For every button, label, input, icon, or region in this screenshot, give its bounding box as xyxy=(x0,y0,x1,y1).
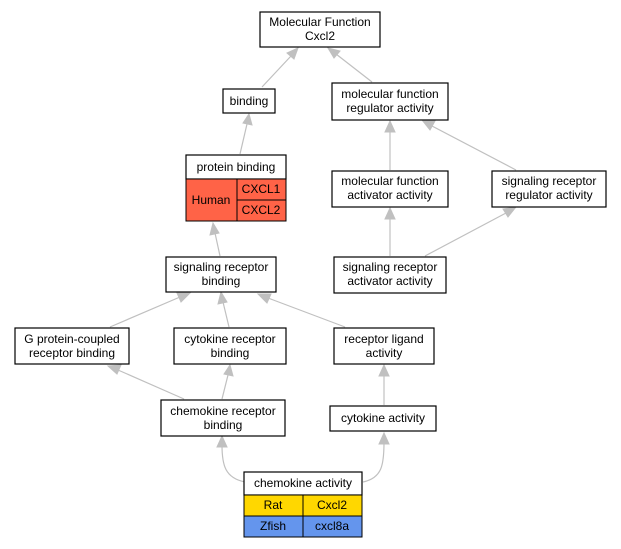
species-label-zfish: Zfish xyxy=(260,519,286,533)
node-receptor-ligand-activity[interactable]: receptor ligand activity xyxy=(333,327,435,365)
node-molecular-function-regulator-activity[interactable]: molecular function regulator activity xyxy=(331,82,449,121)
arrowhead-icon xyxy=(384,206,396,220)
edge-gpcr-to-srb xyxy=(109,296,181,328)
node-label: regulator activity xyxy=(346,101,433,115)
annotation-species-cell xyxy=(185,178,238,222)
node-label: cytokine activity xyxy=(341,411,425,425)
arrowhead-icon xyxy=(216,434,228,448)
edge-crb-to-srb xyxy=(222,301,230,328)
node-label: protein binding xyxy=(197,160,276,174)
node-label: activity xyxy=(366,346,403,360)
node-signaling-receptor-regulator-activity[interactable]: signaling receptor regulator activity xyxy=(491,170,607,208)
node-signaling-receptor-activator-activity[interactable]: signaling receptor activator activity xyxy=(333,256,447,294)
node-chemokine-activity[interactable]: chemokine activity Rat Cxcl2 Zfish cxcl8… xyxy=(243,471,363,538)
node-label: cytokine receptor xyxy=(184,332,275,346)
node-label: Cxcl2 xyxy=(305,29,335,43)
node-label: molecular function xyxy=(341,174,438,188)
node-molecular-function-activator-activity[interactable]: molecular function activator activity xyxy=(331,170,449,208)
node-chemokine-receptor-binding[interactable]: chemokine receptor binding xyxy=(160,399,286,437)
edge-cha-to-chrb xyxy=(221,444,246,483)
species-label-rat: Rat xyxy=(264,498,283,512)
annotation-gene-cell xyxy=(236,199,287,222)
arrowhead-icon xyxy=(420,119,436,131)
node-label: binding xyxy=(204,418,243,432)
arrowhead-icon xyxy=(223,363,234,377)
arrowhead-icon xyxy=(106,364,122,375)
node-label: signaling receptor xyxy=(502,174,597,188)
arrowhead-icon xyxy=(286,47,299,60)
node-cytokine-activity[interactable]: cytokine activity xyxy=(329,405,437,432)
edge-chrb-to-crb xyxy=(221,374,229,400)
node-label: activator activity xyxy=(347,274,432,288)
node-label: binding xyxy=(211,346,250,360)
arrowhead-icon xyxy=(176,292,192,303)
edge-regulator-to-root xyxy=(335,53,373,83)
node-label: G protein-coupled xyxy=(24,332,119,346)
node-label: receptor binding xyxy=(29,346,115,360)
node-label: binding xyxy=(202,274,241,288)
node-label: regulator activity xyxy=(505,188,592,202)
arrowhead-icon xyxy=(256,293,272,304)
gene-label: Cxcl2 xyxy=(317,498,347,512)
node-label: receptor ligand xyxy=(344,332,423,346)
gene-label: CXCL1 xyxy=(242,182,281,196)
node-label: binding xyxy=(230,94,269,108)
edge-chrb-to-gpcr xyxy=(117,369,185,400)
node-binding[interactable]: binding xyxy=(222,88,276,114)
species-label-human: Human xyxy=(192,193,231,207)
arrowhead-icon xyxy=(378,431,390,445)
node-label: chemokine receptor xyxy=(170,404,275,418)
arrowhead-icon xyxy=(378,363,390,377)
edges xyxy=(106,47,518,483)
annotation-gene-cell xyxy=(302,515,363,538)
node-label: signaling receptor xyxy=(174,260,269,274)
edge-srb-to-protein-binding xyxy=(214,232,221,257)
arrowhead-icon xyxy=(217,290,228,305)
edge-srra-to-regulator xyxy=(431,125,517,171)
node-cytokine-receptor-binding[interactable]: cytokine receptor binding xyxy=(173,327,287,365)
node-g-protein-coupled-receptor-binding[interactable]: G protein-coupled receptor binding xyxy=(14,327,130,365)
node-label: signaling receptor xyxy=(343,260,438,274)
node-protein-binding[interactable]: protein binding Human CXCL1 CXCL2 xyxy=(185,154,287,222)
edge-sraa-to-srra xyxy=(424,212,507,257)
node-label: chemokine activity xyxy=(254,476,352,490)
node-label: Molecular Function xyxy=(269,15,370,29)
node-label: activator activity xyxy=(347,188,432,202)
gene-label: CXCL2 xyxy=(242,203,281,217)
node-label: molecular function xyxy=(341,87,438,101)
node-signaling-receptor-binding[interactable]: signaling receptor binding xyxy=(165,256,277,293)
edge-rla-to-srb xyxy=(267,297,346,328)
node-molecular-function-root[interactable]: Molecular Function Cxcl2 xyxy=(259,11,381,48)
gene-label: cxcl8a xyxy=(315,519,349,533)
arrowhead-icon xyxy=(326,47,341,59)
arrowhead-icon xyxy=(384,119,396,133)
edge-cha-to-ca xyxy=(362,441,385,483)
arrowhead-icon xyxy=(242,112,253,126)
arrowhead-icon xyxy=(502,206,518,218)
edge-binding-to-root xyxy=(261,55,292,88)
arrowhead-icon xyxy=(209,221,220,236)
edge-protein-binding-to-binding xyxy=(239,123,248,155)
